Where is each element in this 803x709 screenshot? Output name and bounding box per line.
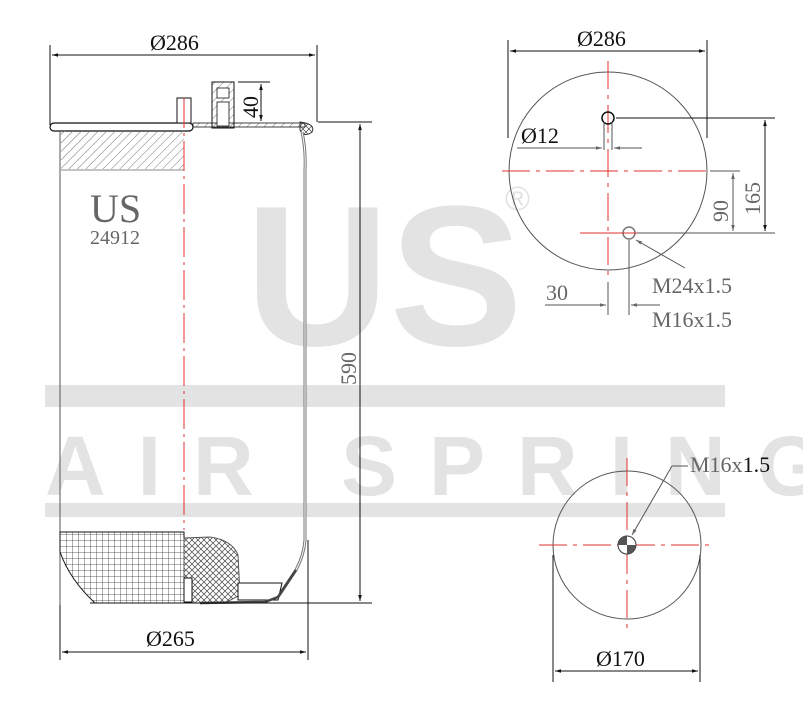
side-view: Ø286 40 US 24912 bbox=[49, 30, 372, 660]
hole-diameter-label: Ø12 bbox=[521, 123, 559, 148]
top-plate bbox=[49, 122, 194, 132]
piston-thread-prefix: M16x bbox=[690, 452, 743, 477]
watermark-bar-bottom bbox=[45, 503, 725, 517]
side-height-label: 590 bbox=[336, 352, 361, 385]
piston-diameter-label: Ø170 bbox=[596, 646, 645, 671]
offset-90-label: 90 bbox=[708, 200, 733, 222]
offset-30-label: 30 bbox=[546, 280, 568, 305]
top-plate-diameter-label: Ø286 bbox=[577, 26, 626, 51]
stud-hole bbox=[601, 111, 615, 125]
brand-logo: US bbox=[90, 186, 141, 231]
piston-thread-label: M16x1.5 bbox=[690, 452, 770, 477]
side-bottom-diameter-label: Ø265 bbox=[146, 626, 195, 651]
part-number: 24912 bbox=[90, 227, 140, 249]
side-top-diameter-label: Ø286 bbox=[150, 30, 199, 55]
stud-height-label: 40 bbox=[238, 96, 263, 118]
offset-165-label: 165 bbox=[740, 182, 765, 215]
clamp-ring-hatch bbox=[61, 131, 184, 169]
piston-thread-suffix: 1.5 bbox=[743, 452, 771, 477]
thread-m24-label: M24x1.5 bbox=[652, 273, 732, 298]
piston-section bbox=[59, 531, 185, 604]
thread-m16-label: M16x1.5 bbox=[652, 307, 732, 332]
bottom-piston-view: Ø170 M16x1.5 bbox=[539, 452, 770, 682]
top-plate-view: Ø286 Ø12 90 165 30 M24x1.5 M16x1.5 bbox=[502, 26, 775, 332]
watermark-us: US bbox=[245, 165, 523, 388]
watermark-bar-top bbox=[45, 385, 725, 407]
